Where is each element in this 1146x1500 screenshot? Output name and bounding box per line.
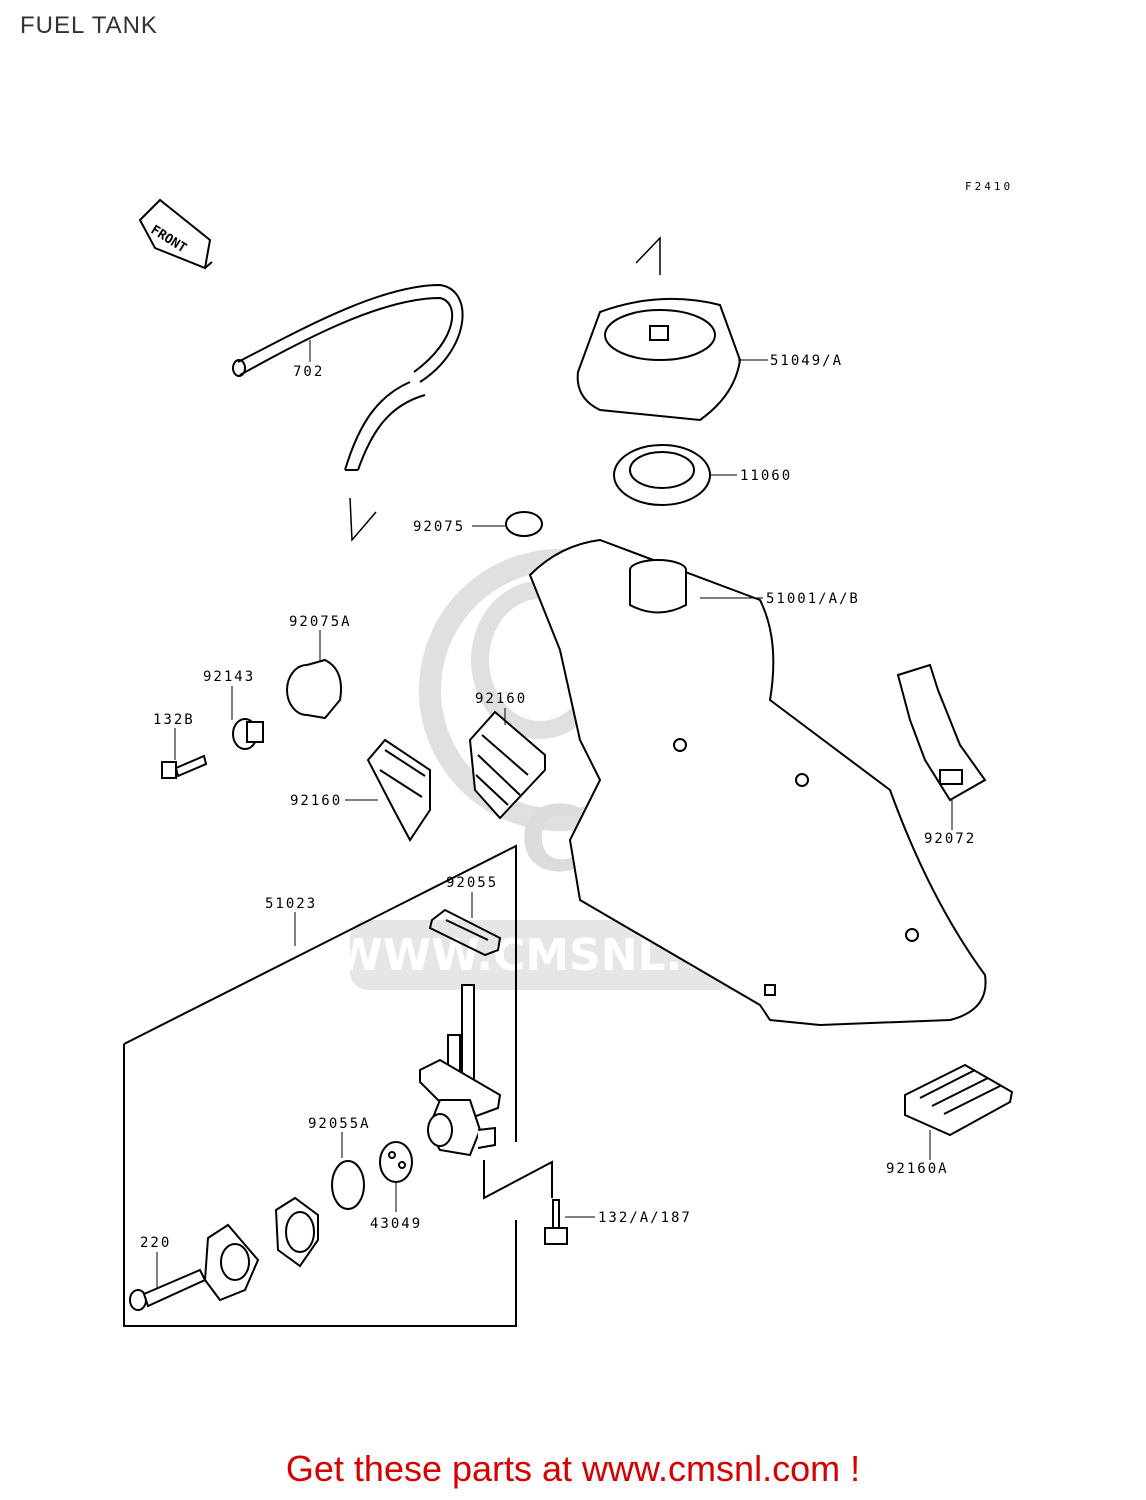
rubber-92160-left: [366, 738, 431, 842]
part-label-51023: 51023: [265, 896, 317, 912]
part-label-43049: 43049: [370, 1216, 422, 1232]
gasket-11060: [613, 444, 711, 506]
bolt-132B: [161, 754, 208, 779]
page-title: FUEL TANK: [20, 12, 158, 39]
part-label-92143: 92143: [203, 669, 255, 685]
rubber-92160-right: [468, 710, 546, 820]
collar-92143: [232, 718, 264, 750]
part-label-132B: 132B: [153, 712, 195, 728]
o-ring-92055A: [331, 1160, 365, 1210]
tap-lever: [274, 1196, 319, 1268]
part-label-51049: 51049/A: [770, 353, 843, 369]
figure-code: F2410: [965, 180, 1013, 193]
part-label-92072: 92072: [924, 831, 976, 847]
hose-702: [232, 283, 464, 471]
damper-92075A: [286, 658, 342, 720]
fuel-tap-assembly-51023: [123, 844, 553, 1327]
cap-92075: [505, 511, 543, 537]
part-label-92055: 92055: [446, 875, 498, 891]
rubber-92160A: [904, 1063, 1014, 1137]
fuel-tap-body: [419, 984, 502, 1157]
strap-92072: [896, 663, 987, 802]
part-label-92075A: 92075A: [289, 614, 352, 630]
part-label-92160-left: 92160: [290, 793, 342, 809]
part-label-92160A: 92160A: [886, 1161, 949, 1177]
footer-link-text[interactable]: Get these parts at www.cmsnl.com !: [285, 1448, 861, 1489]
part-label-92075: 92075: [413, 519, 465, 535]
parts-diagram: CMS WWW.CMSNL.COM F2410 FRONT 702 51049/…: [123, 180, 1014, 1327]
gasket-43049: [379, 1141, 413, 1183]
part-label-132A187: 132/A/187: [598, 1210, 692, 1226]
front-arrow: [138, 198, 213, 270]
bolt-132A187: [544, 1199, 568, 1245]
part-label-92055A: 92055A: [308, 1116, 371, 1132]
part-label-92160-right: 92160: [475, 691, 527, 707]
part-label-11060: 11060: [740, 468, 792, 484]
part-label-51001: 51001/A/B: [766, 591, 860, 607]
tap-plate: [203, 1223, 260, 1302]
part-label-220: 220: [140, 1235, 171, 1251]
gasket-92055: [428, 908, 502, 957]
fuel-tank-51001: [528, 538, 987, 1027]
part-label-702: 702: [293, 364, 324, 380]
screw-220: [129, 1268, 207, 1311]
fuel-cap-51049: [576, 297, 742, 422]
